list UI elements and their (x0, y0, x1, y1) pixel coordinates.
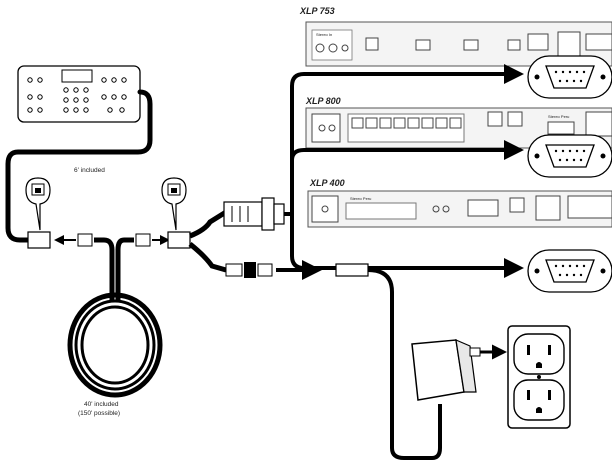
power-cable (367, 268, 442, 460)
main-cable-label-line2: (150' possible) (78, 410, 120, 417)
left-jack-bubble (25, 177, 51, 231)
remote-keypad (17, 65, 141, 123)
db9-port-400 (527, 249, 612, 293)
xlp400-brand: XLP 400 (309, 178, 345, 188)
power-connector-pair (225, 262, 273, 278)
xlp753-brand: XLP 753 (299, 6, 335, 16)
db9-port-800 (527, 134, 612, 178)
remote-cable (5, 89, 153, 243)
db9-port-753 (527, 55, 612, 99)
line-to-xlp753 (284, 64, 524, 216)
xlp400-device: XLP 400 Stereo Peru (307, 178, 612, 228)
db9-adapter (223, 197, 285, 231)
main-cable-coil (67, 237, 163, 398)
wall-outlet (507, 325, 571, 429)
line-to-xlp800 (290, 140, 524, 161)
remote-cable-label: 6' included (74, 167, 105, 174)
xlp753-input-label: Stereo In (316, 32, 332, 37)
xlp800-control-label: Stereo Peru (548, 114, 569, 119)
center-jack (167, 231, 191, 249)
power-adapter (411, 339, 507, 401)
center-jack-bubble (161, 177, 187, 231)
xlp400-control-label: Stereo Peru (350, 196, 371, 201)
xlp800-brand: XLP 800 (305, 96, 341, 106)
left-jack (27, 231, 51, 249)
power-plug (335, 263, 369, 277)
main-cable-label-line1: 40' included (84, 401, 119, 408)
